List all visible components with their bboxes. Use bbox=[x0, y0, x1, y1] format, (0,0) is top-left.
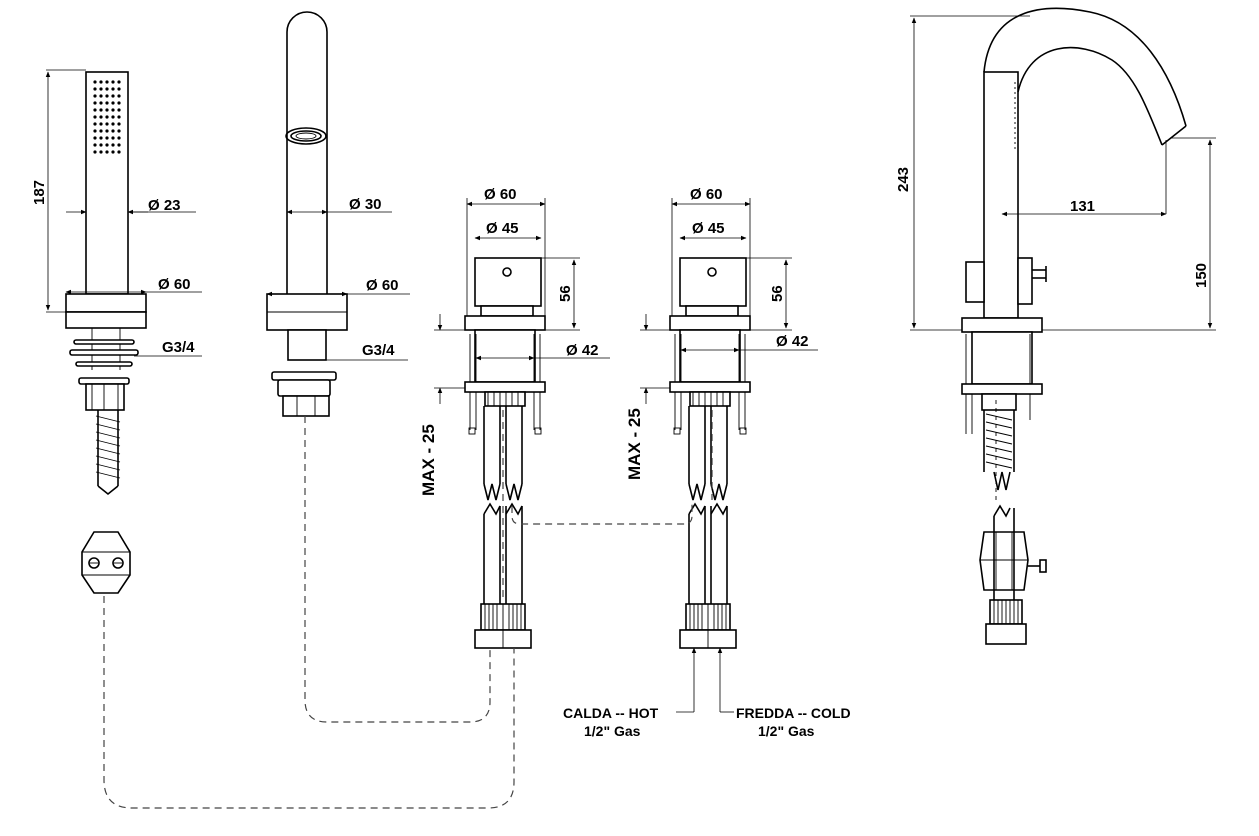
holder-tube-diameter-label: Ø 30 bbox=[349, 196, 382, 213]
hand-shower-base-diameter-label: Ø 60 bbox=[158, 276, 191, 293]
supply-callouts: CALDA -- HOT 1/2" Gas FREDDA -- COLD 1/2… bbox=[563, 647, 851, 739]
hand-shower-hose bbox=[95, 410, 121, 496]
valve-right-inner-diameter-label: Ø 45 bbox=[692, 220, 725, 237]
valve-right-shank-diameter-label: Ø 42 bbox=[776, 333, 809, 350]
hand-shower-height-label: 187 bbox=[31, 180, 48, 205]
cold-supply-size-label: 1/2" Gas bbox=[758, 723, 815, 739]
shower-holder: Ø 30 Ø 60 G3/4 bbox=[266, 11, 410, 417]
spout-reach-label: 131 bbox=[1070, 198, 1095, 215]
valve-right-height-label: 56 bbox=[769, 285, 786, 302]
valve-right-max-label: MAX - 25 bbox=[625, 408, 644, 480]
valve-left-shank-diameter-label: Ø 42 bbox=[566, 342, 599, 359]
spout-side-view: 243 131 150 bbox=[895, 7, 1216, 645]
valve-left-outer-diameter-label: Ø 60 bbox=[484, 186, 517, 203]
hand-shower: 187 Ø 23 Ø 60 G3/4 bbox=[31, 69, 202, 594]
valve-left: Ø 60 Ø 45 56 Ø 42 MAX - 25 bbox=[419, 186, 610, 649]
valve-left-height-label: 56 bbox=[557, 285, 574, 302]
valve-right: Ø 60 Ø 45 56 Ø 42 MAX - 25 bbox=[625, 186, 818, 649]
hot-supply-size-label: 1/2" Gas bbox=[584, 723, 641, 739]
valve-left-max-label: MAX - 25 bbox=[419, 424, 438, 496]
hose-clamp bbox=[81, 531, 131, 594]
hand-shower-thread-label: G3/4 bbox=[162, 339, 195, 356]
shower-nozzle-grid bbox=[93, 80, 121, 154]
spout-outlet-height-label: 150 bbox=[1193, 263, 1210, 288]
valve-left-inner-diameter-label: Ø 45 bbox=[486, 220, 519, 237]
cold-supply-label: FREDDA -- COLD bbox=[736, 705, 851, 721]
holder-thread-label: G3/4 bbox=[362, 342, 395, 359]
holder-base-diameter-label: Ø 60 bbox=[366, 277, 399, 294]
connection-lines bbox=[103, 416, 693, 809]
spout-height-label: 243 bbox=[895, 167, 912, 192]
hot-supply-label: CALDA -- HOT bbox=[563, 705, 659, 721]
valve-right-outer-diameter-label: Ø 60 bbox=[690, 186, 723, 203]
hand-shower-handle-diameter-label: Ø 23 bbox=[148, 197, 181, 214]
